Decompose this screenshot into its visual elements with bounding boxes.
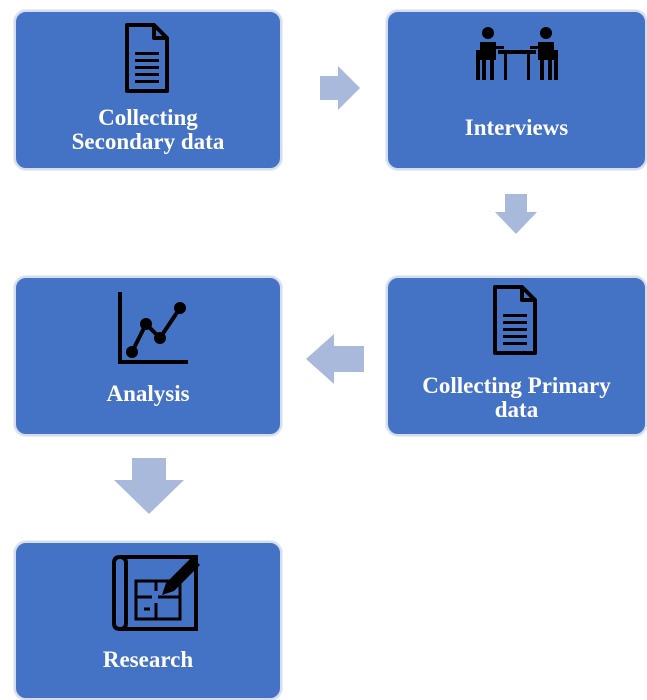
line-chart-icon — [118, 292, 188, 364]
step-research: Research — [14, 541, 282, 700]
step-label: Collecting Primary data — [422, 373, 611, 422]
step-analysis: Analysis — [14, 276, 282, 436]
step-collecting-secondary-data: Collecting Secondary data — [14, 10, 282, 170]
document-icon — [125, 23, 169, 93]
interview-icon — [476, 27, 558, 80]
arrow-left-icon — [306, 334, 364, 384]
arrow-down-icon — [495, 194, 537, 234]
step-label: Interviews — [464, 115, 569, 140]
step-label: Analysis — [106, 381, 190, 406]
arrow-down-icon — [114, 458, 184, 514]
step-label: Research — [102, 647, 194, 672]
step-interviews: Interviews — [386, 10, 647, 170]
step-collecting-primary-data: Collecting Primary data — [386, 276, 647, 436]
step-label: Collecting Secondary data — [71, 105, 225, 154]
blueprint-icon — [112, 554, 200, 632]
document-icon — [493, 285, 537, 355]
arrow-right-icon — [320, 66, 360, 110]
